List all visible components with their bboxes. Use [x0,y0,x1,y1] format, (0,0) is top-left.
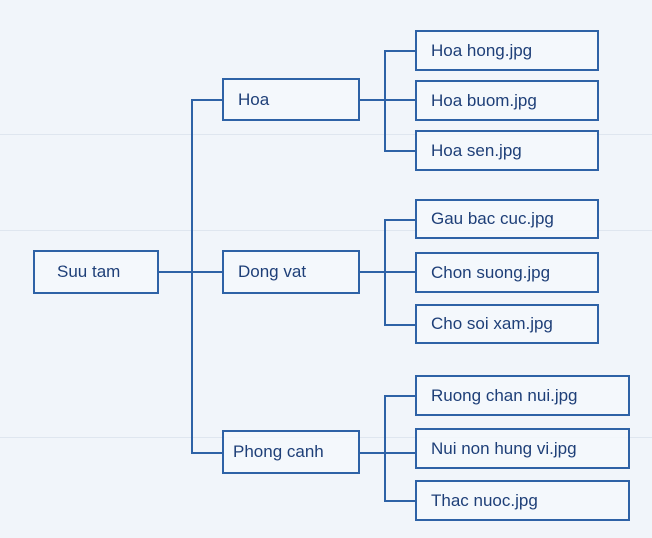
connector [191,99,193,453]
connector [384,324,415,326]
connector [384,395,386,501]
connector [384,150,415,152]
connector [384,50,386,151]
connector [384,395,415,397]
root-folder-node: Suu tam [33,250,159,294]
file-node: Nui non hung vi.jpg [415,428,630,469]
file-node: Cho soi xam.jpg [415,304,599,344]
connector [158,271,222,273]
file-node: Hoa buom.jpg [415,80,599,121]
file-node: Gau bac cuc.jpg [415,199,599,239]
connector [384,50,415,52]
folder-node-phong-canh: Phong canh [222,430,360,474]
connector [359,99,415,101]
faint-rule [0,134,652,135]
file-node: Hoa hong.jpg [415,30,599,71]
faint-rule [0,230,652,231]
file-node: Thac nuoc.jpg [415,480,630,521]
file-node: Ruong chan nui.jpg [415,375,630,416]
connector [359,271,415,273]
connector [384,219,415,221]
file-node: Chon suong.jpg [415,252,599,293]
connector [384,219,386,325]
connector [384,500,415,502]
connector [191,452,222,454]
connector [191,99,222,101]
connector [359,452,415,454]
file-node: Hoa sen.jpg [415,130,599,171]
folder-node-dong-vat: Dong vat [222,250,360,294]
folder-node-hoa: Hoa [222,78,360,121]
